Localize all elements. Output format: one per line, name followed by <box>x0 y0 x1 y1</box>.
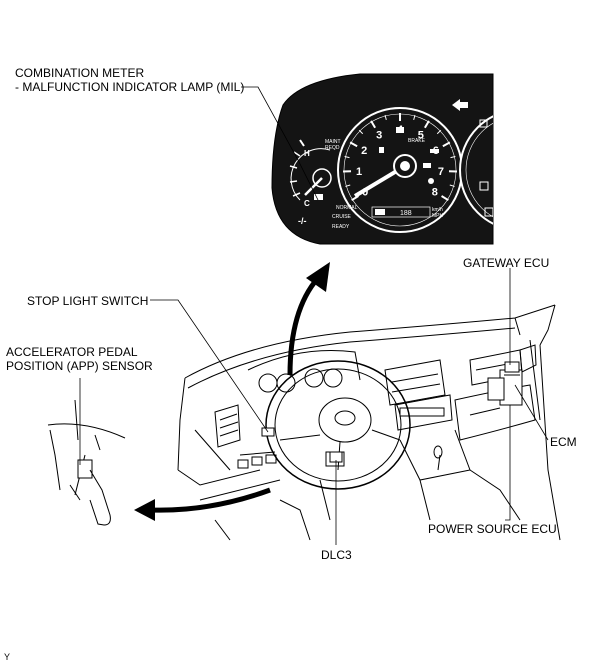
gateway-ecu-box <box>504 361 520 373</box>
dlc3-label: DLC3 <box>321 548 352 562</box>
speed-unit-1: km/h <box>432 207 443 213</box>
stop-light-switch-label: STOP LIGHT SWITCH <box>27 294 149 308</box>
gateway-ecu-label: GATEWAY ECU <box>463 256 550 270</box>
odometer-display <box>371 206 431 218</box>
ecm-leader <box>514 384 549 441</box>
maint-reqd-text-2: REQD <box>325 145 340 151</box>
power-source-ecu-label: POWER SOURCE ECU <box>428 522 557 536</box>
tach-tick <box>436 129 442 135</box>
maint-reqd-text-1: MAINT <box>325 139 341 145</box>
tach-tick <box>349 141 358 148</box>
tach-number: 7 <box>438 166 444 178</box>
hybrid-icon: -/- <box>298 216 307 226</box>
brake-text: BRAKE <box>408 138 426 144</box>
tach-tick <box>344 155 350 159</box>
tach-tick <box>413 114 416 120</box>
arrow-to-meter-head <box>306 262 330 292</box>
tach-tick <box>442 141 451 148</box>
arrow-to-meter <box>287 276 320 376</box>
airbag-icon <box>428 178 434 184</box>
tach-tick <box>424 120 430 129</box>
tach-number: 8 <box>432 187 438 199</box>
temp-c-mark: C <box>304 199 310 208</box>
power-source-ecu-leader <box>505 405 511 521</box>
seatbelt-icon <box>379 147 384 153</box>
turn-arrow-icon <box>452 99 468 111</box>
speed-unit-2: MPH <box>432 213 444 219</box>
leader-lines <box>79 86 549 545</box>
tach-tick <box>441 195 449 202</box>
tach-number: 5 <box>418 130 424 142</box>
temp-h-mark: H <box>304 149 310 158</box>
app-sensor-label-line1: ACCELERATOR PEDAL <box>6 345 138 359</box>
odometer-value: 188 <box>400 210 412 217</box>
combination-meter-panel: 012345678 H C MAINT REQD BRAKE NORMAL C <box>271 73 494 245</box>
tach-tick <box>384 114 387 120</box>
speedometer-dial <box>459 109 493 231</box>
tach-tick <box>358 129 364 135</box>
steering-wheel <box>265 360 411 490</box>
combination-meter-label: COMBINATION METER <box>15 66 145 80</box>
corner-mark: Y <box>4 652 11 662</box>
tach-tick <box>345 184 351 187</box>
mil-engine-icon <box>314 194 323 200</box>
accelerator-pedal-detail <box>47 399 126 526</box>
tach-number: 3 <box>376 130 382 142</box>
ready-text: READY <box>332 224 350 230</box>
battery-icon <box>423 163 431 168</box>
arrow-to-pedal-head <box>134 499 155 521</box>
dashboard-drawing <box>177 304 561 541</box>
stop-light-switch-leader <box>150 299 269 433</box>
arrow-to-pedal <box>149 487 271 513</box>
normal-text: NORMAL <box>336 205 358 211</box>
tach-tick <box>450 155 456 159</box>
tach-number: 1 <box>356 166 362 178</box>
ecm-label: ECM <box>550 435 577 449</box>
warning-icon <box>396 127 404 133</box>
tach-tick <box>370 120 376 129</box>
oil-icon <box>430 149 439 153</box>
mil-label: - MALFUNCTION INDICATOR LAMP (MIL) <box>15 80 245 94</box>
tach-tick <box>449 184 455 187</box>
cruise-text: CRUISE <box>332 214 352 220</box>
tach-number: 2 <box>361 145 367 157</box>
mil-leader <box>241 86 319 201</box>
tach-number: 0 <box>362 187 368 199</box>
app-sensor-label-line2: POSITION (APP) SENSOR <box>6 359 153 373</box>
